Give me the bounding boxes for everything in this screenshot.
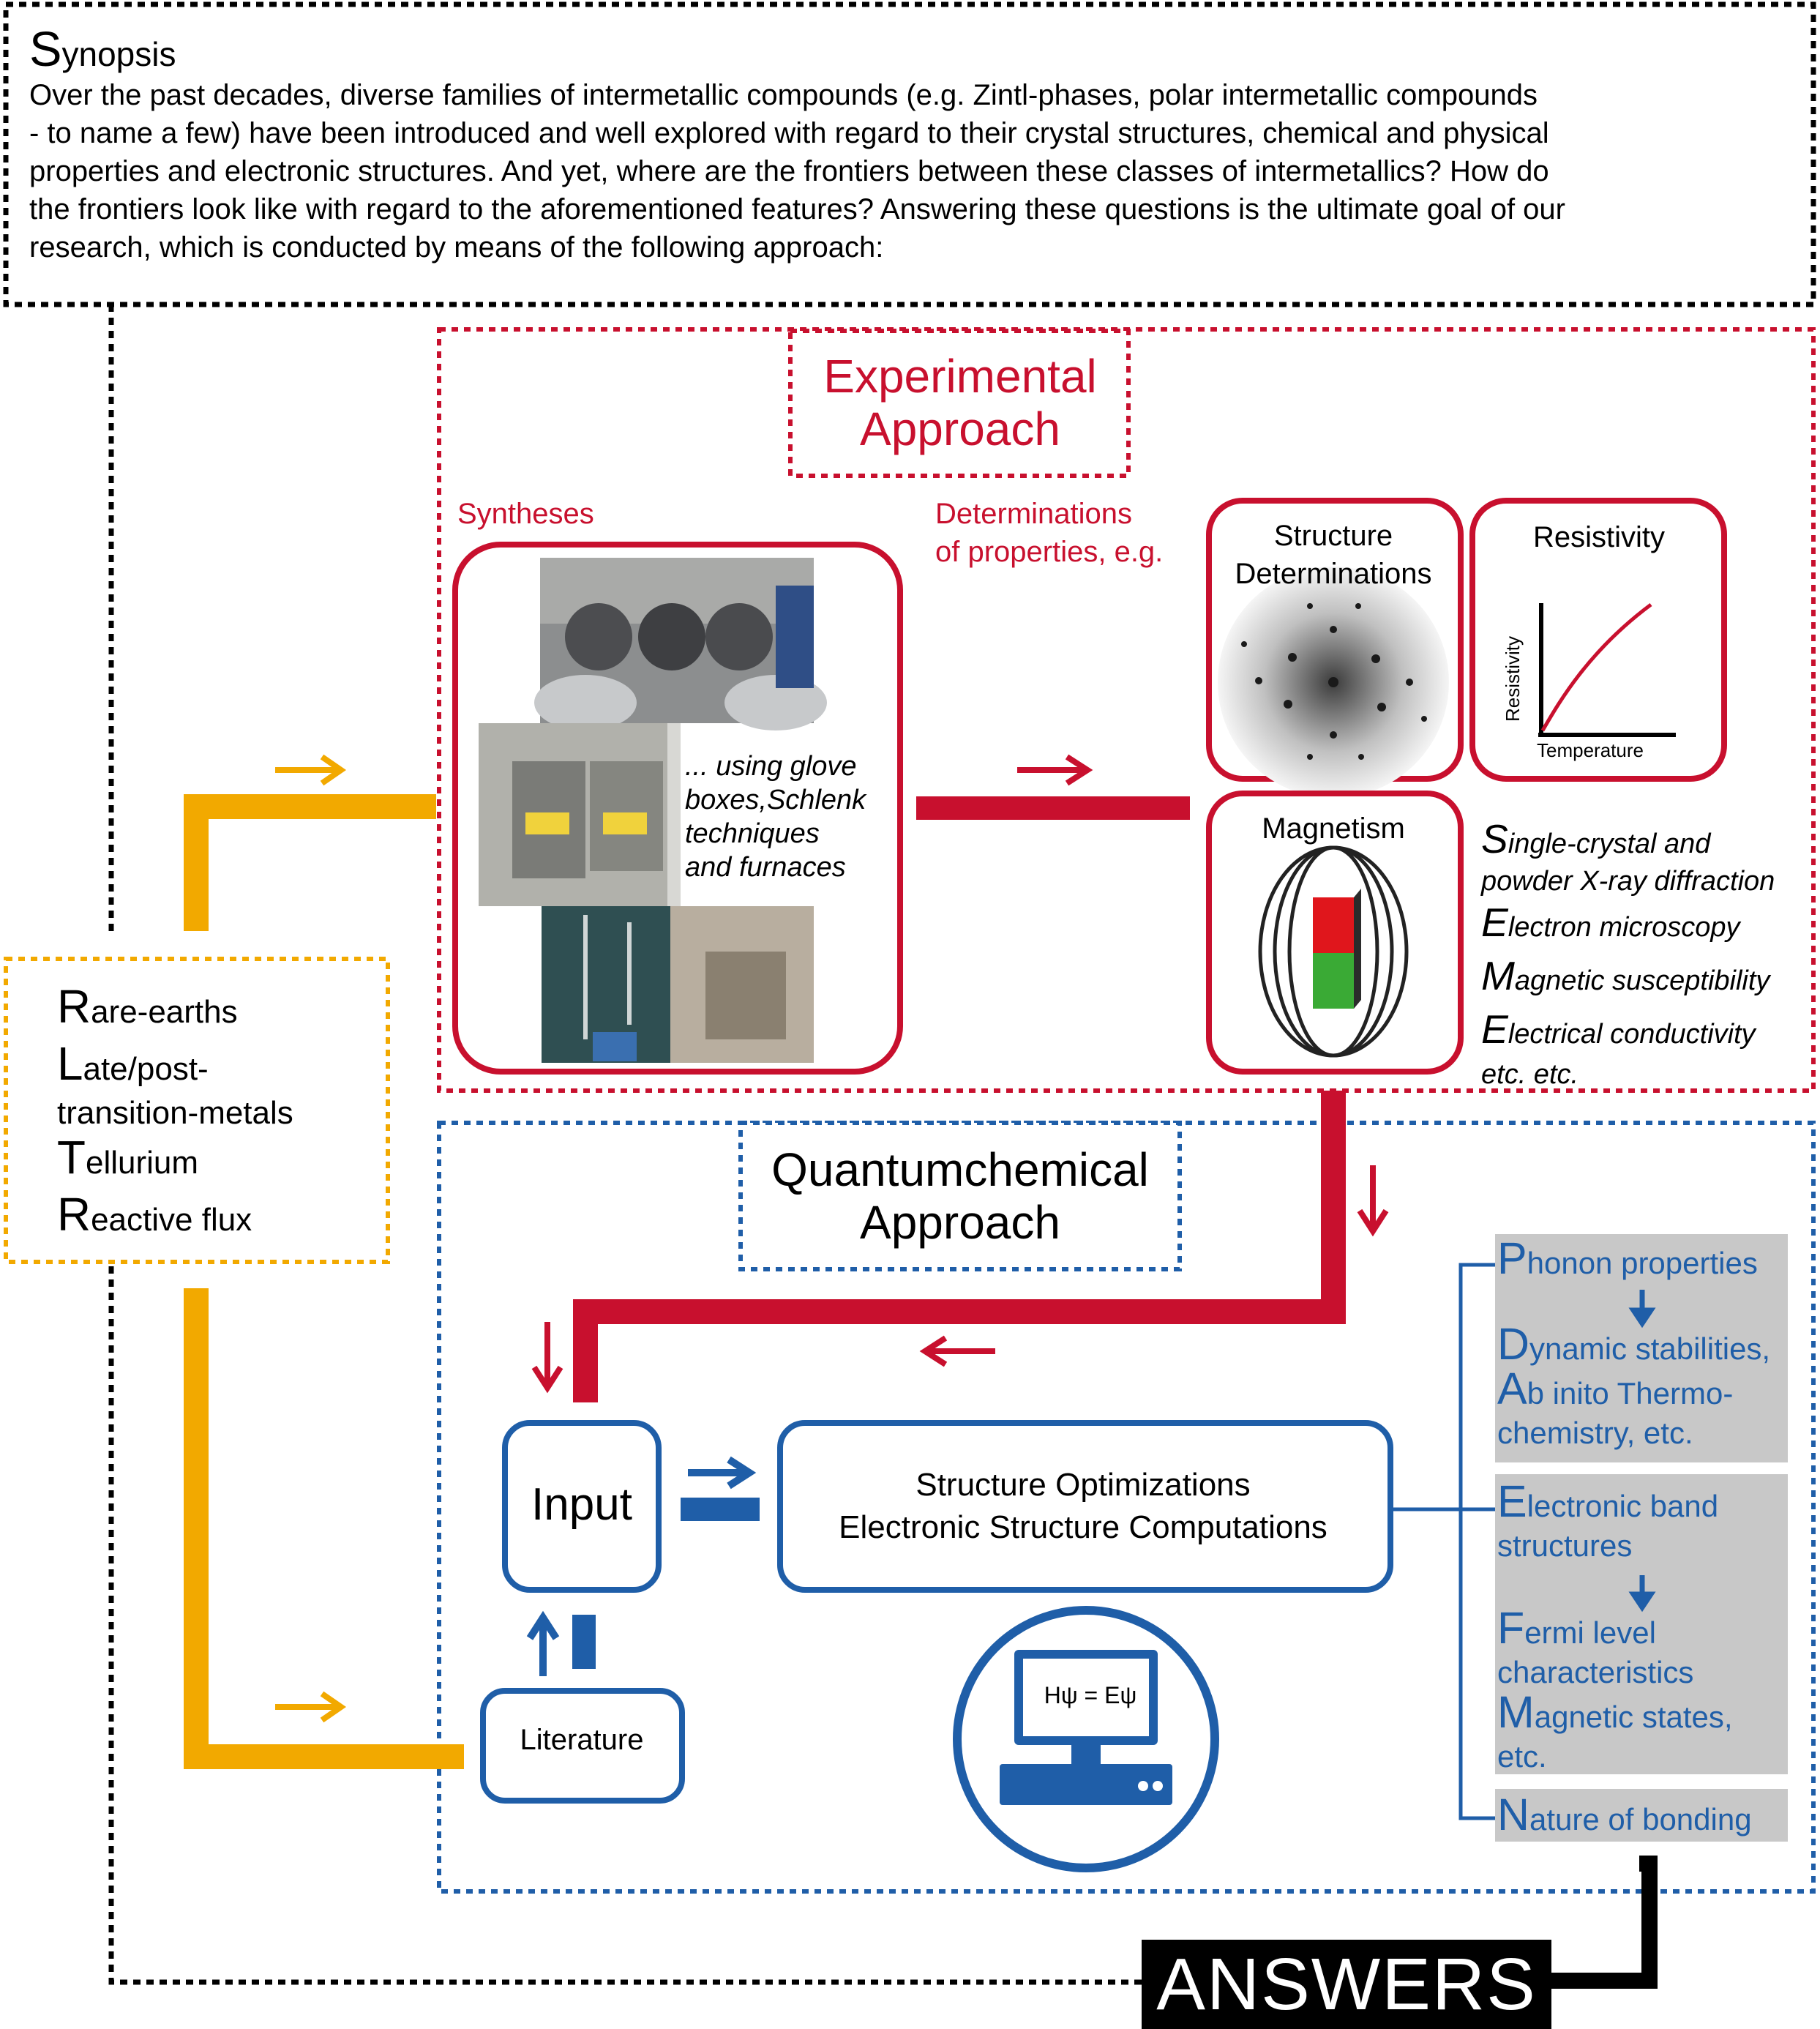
feedback-loop-line-bottom: [108, 1253, 1142, 1985]
synopsis: Synopsis Over the past decades, diverse …: [29, 23, 1793, 266]
magnet-field-lines: [1258, 845, 1409, 1058]
blue-arrow-up: [526, 1610, 560, 1676]
magnetism-title: Magnetism: [1262, 812, 1405, 845]
method-item: etc. etc.: [1481, 1059, 1579, 1090]
resistivity-box: [1469, 498, 1727, 782]
glovebox-photo: [534, 558, 827, 730]
orange-arrow-top: [275, 754, 347, 786]
method-item: powder X-ray diffraction: [1481, 866, 1775, 897]
output-nature: Nature of bonding: [1497, 1790, 1752, 1839]
computer-icon: [1000, 1650, 1172, 1805]
red-arrow-right: [1017, 754, 1093, 786]
orange-connector-top: [184, 794, 436, 931]
electronic-panel: [1495, 1474, 1788, 1774]
magnet-north: [1313, 897, 1354, 953]
answers-box: ANSWERS: [1142, 1940, 1551, 2029]
experimental-to-quantum-connector: [573, 1091, 1346, 1402]
experimental-title-frame: [788, 329, 1131, 478]
literature-label: Literature: [520, 1724, 644, 1756]
elements-frame: [4, 957, 390, 1264]
synopsis-line: Over the past decades, diverse families …: [29, 79, 1538, 111]
resistivity-xlabel: Temperature: [1537, 739, 1644, 761]
quantum-title: Quantumchemical Approach: [771, 1143, 1149, 1249]
output-phonon: Phonon properties Dynamic stabilities, A…: [1497, 1233, 1771, 1450]
determinations-label: Determinations of properties, e.g.: [935, 498, 1164, 568]
synopsis-heading: Synopsis: [29, 23, 176, 77]
blue-arrow-right: [688, 1456, 757, 1490]
orange-arrow-bottom: [275, 1691, 347, 1723]
synopsis-line: - to name a few) have been introduced an…: [29, 117, 1549, 149]
schlenk-photo: [542, 906, 814, 1063]
resistivity-ylabel: Resistivity: [1502, 635, 1524, 722]
input-box: [502, 1420, 662, 1593]
output-bracket: [1458, 1263, 1495, 1820]
method-item: Magnetic susceptibility: [1481, 953, 1770, 998]
input-label: Input: [531, 1479, 632, 1530]
method-item: Electron microscopy: [1481, 900, 1740, 945]
optimization-box: [777, 1420, 1393, 1593]
synopsis-line: properties and electronic structures. An…: [29, 155, 1549, 187]
element-item: Tellurium: [57, 1131, 199, 1184]
phonon-panel: [1495, 1234, 1788, 1462]
diffraction-spots: [1241, 603, 1427, 760]
literature-to-input-connector: [572, 1615, 596, 1669]
red-arrow-down-right: [1357, 1165, 1389, 1237]
schrodinger-formula: Hψ = Eψ: [1044, 1682, 1137, 1708]
red-arrow-down-left: [531, 1322, 563, 1394]
answers-connector: [1551, 1856, 1658, 1989]
element-item: transition-metals: [57, 1095, 293, 1131]
output-electronic: Electronic band structures Fermi level c…: [1497, 1476, 1733, 1774]
magnet-side: [1354, 889, 1361, 1009]
nature-panel: [1495, 1789, 1788, 1842]
literature-box: [480, 1688, 685, 1804]
input-to-optimization-connector: [681, 1498, 760, 1521]
element-item: Rare-earths: [57, 980, 238, 1033]
resistivity-title: Resistivity: [1532, 521, 1666, 553]
synopsis-line: research, which is conducted by means of…: [29, 231, 884, 264]
structure-title: Structure Determinations: [1235, 520, 1432, 590]
experimental-title: Experimental Approach: [823, 350, 1097, 455]
synopsis-line: the frontiers look like with regard to t…: [29, 193, 1565, 225]
element-item: Late/post-: [57, 1037, 209, 1090]
quantum-title-frame: [738, 1121, 1182, 1271]
orange-connector-bottom: [184, 1288, 464, 1769]
magnet-south: [1313, 953, 1354, 1009]
syntheses-label: Syntheses: [457, 498, 594, 530]
method-item: Single-crystal and: [1481, 816, 1711, 862]
furnace-photo: [479, 723, 681, 906]
method-item: Electrical conductivity: [1481, 1006, 1756, 1052]
red-arrow-left: [919, 1335, 995, 1367]
glove-box-caption: ... using glove boxes,Schlenk techniques…: [685, 751, 866, 883]
element-item: Reactive flux: [57, 1188, 252, 1241]
elements-list: Rare-earths Late/post- transition-metals…: [57, 981, 293, 1246]
methods-list: Single-crystal and powder X-ray diffract…: [1481, 818, 1775, 1091]
resistivity-curve: [1540, 602, 1652, 732]
optimization-label: Structure Optimizations Electronic Struc…: [839, 1467, 1327, 1545]
